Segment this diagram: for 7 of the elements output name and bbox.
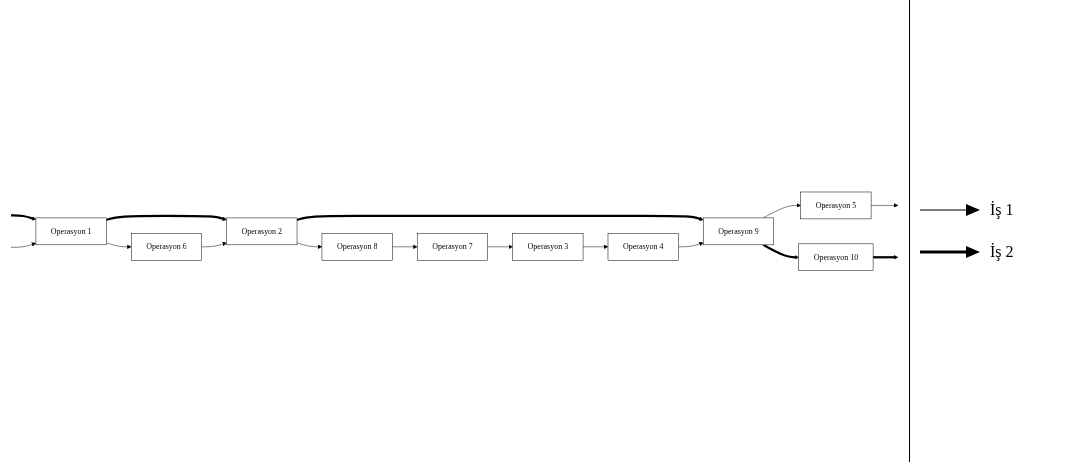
arrow (106, 214, 227, 221)
arrow (762, 243, 799, 260)
arrow (296, 214, 704, 221)
legend-label: İş 2 (990, 243, 1014, 261)
legend-label: İş 1 (990, 201, 1014, 219)
arrow (873, 254, 899, 260)
arrow (11, 213, 37, 221)
